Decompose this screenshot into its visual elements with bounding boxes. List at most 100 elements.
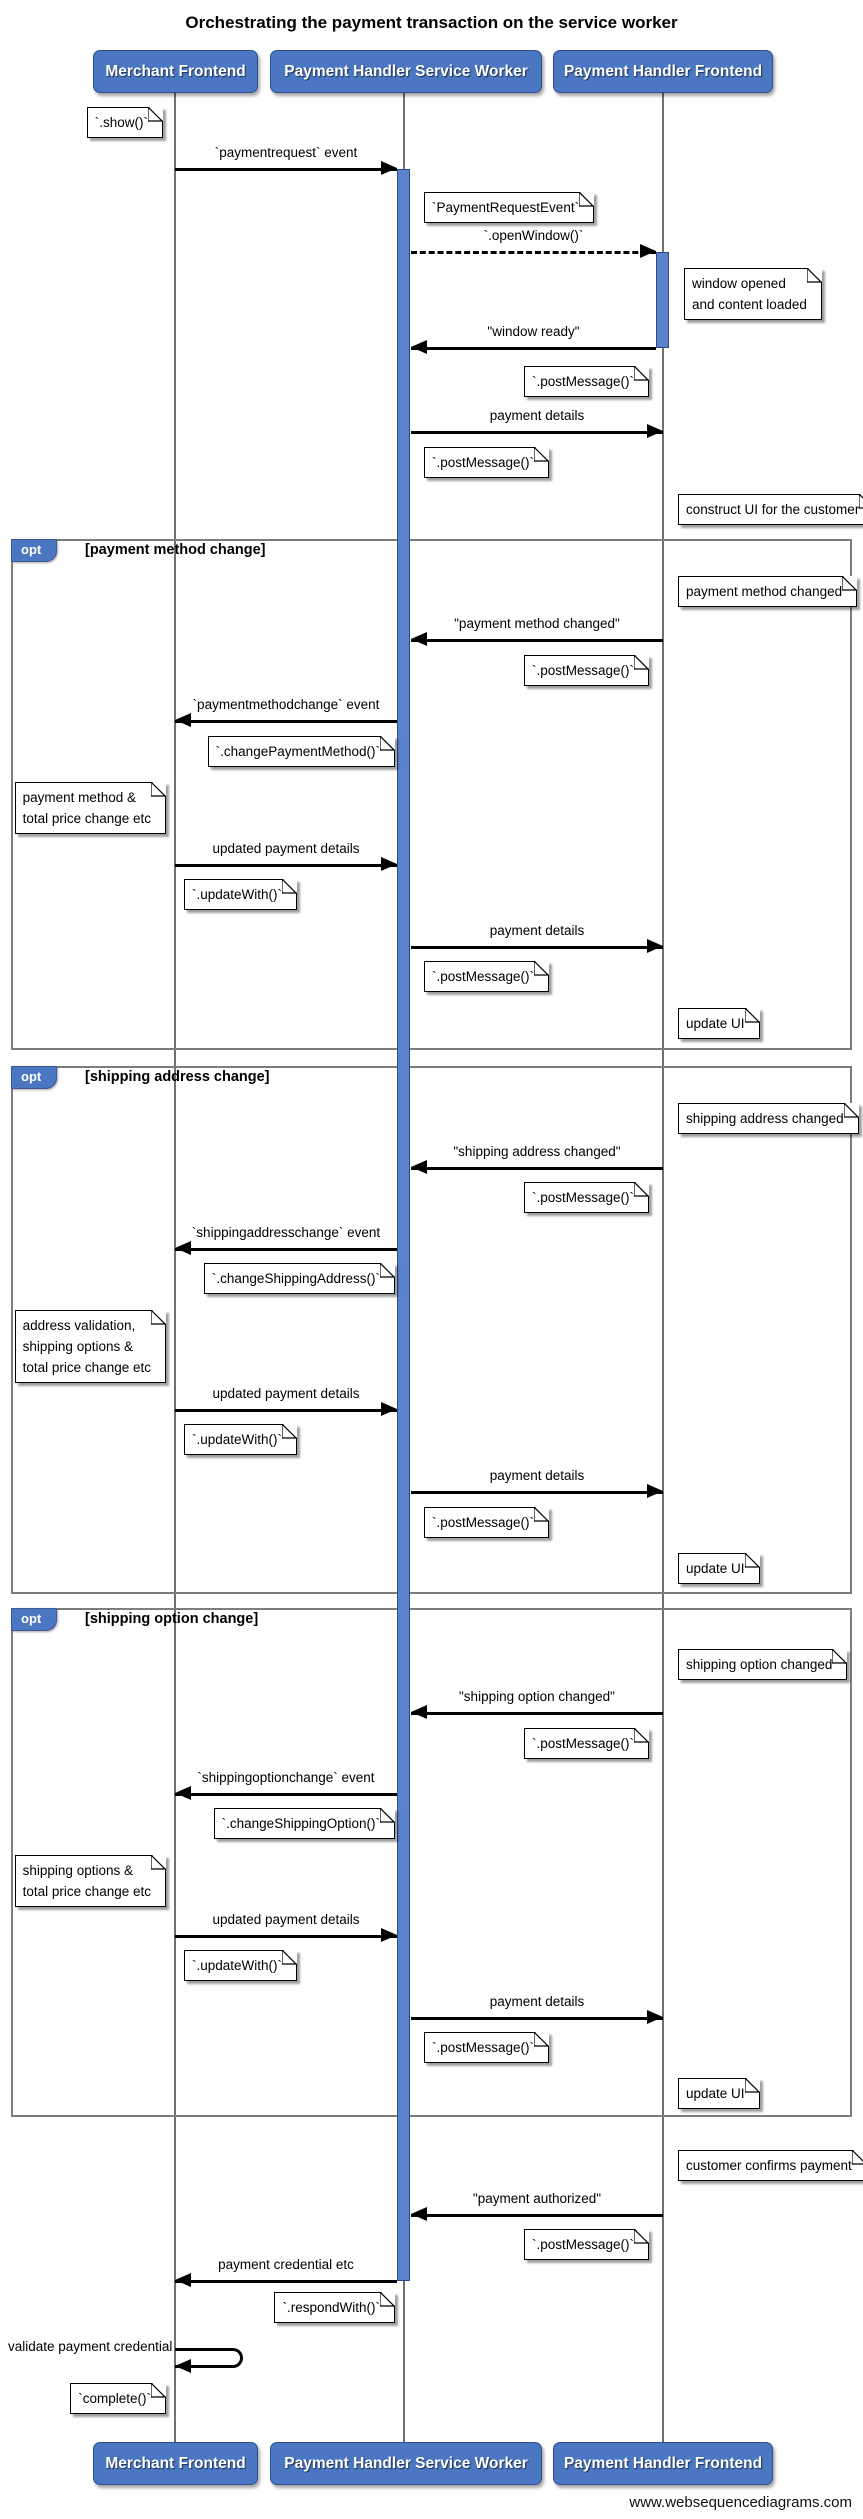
watermark: www.websequencediagrams.com — [629, 2494, 852, 2511]
folded-corner-icon — [634, 1182, 649, 1197]
folded-corner-icon — [380, 2292, 395, 2307]
lifeline — [174, 93, 176, 2442]
lifeline — [662, 93, 664, 2442]
arrow-label: `shippingoptionchange` event — [197, 1770, 375, 1785]
folded-corner-icon — [282, 879, 298, 894]
arrow-label: "payment authorized" — [472, 2191, 602, 2206]
note-line: total price change etc — [22, 1884, 151, 1899]
arrow-label: `.openWindow()` — [483, 228, 584, 243]
arrow-label: payment details — [489, 1994, 585, 2009]
message-arrow — [411, 1712, 663, 1715]
note: customer confirms payment — [678, 2150, 863, 2181]
note: payment method changed — [678, 576, 858, 607]
note: `PaymentRequestEvent` — [424, 192, 595, 223]
message-arrow — [411, 347, 656, 350]
arrow-label: "shipping option changed" — [459, 1689, 615, 1704]
arrowhead-icon — [381, 1928, 397, 1942]
folded-corner-icon — [744, 1553, 760, 1568]
opt-condition-label: [payment method change] — [85, 542, 266, 558]
note-line: shipping address changed — [686, 1111, 844, 1126]
arrowhead-icon — [411, 340, 427, 354]
note: `.postMessage()` — [424, 1507, 550, 1538]
note: `.postMessage()` — [523, 655, 649, 686]
note-line: shipping options & — [22, 1339, 133, 1354]
note: `.changeShippingOption()` — [213, 1808, 395, 1839]
opt-tab-label: opt — [11, 539, 58, 562]
arrow-label: payment details — [489, 1468, 585, 1483]
arrowhead-icon — [647, 424, 663, 438]
arrowhead-icon — [640, 244, 656, 258]
folded-corner-icon — [744, 2078, 760, 2093]
folded-corner-icon — [148, 107, 163, 122]
note-line: `complete()` — [78, 2391, 151, 2406]
arrow-label: `shippingaddresschange` event — [191, 1225, 381, 1240]
note-line: update UI — [686, 1561, 745, 1576]
note: update UI — [678, 2078, 760, 2109]
arrowhead-icon — [411, 1705, 427, 1719]
note-line: `.updateWith()` — [192, 1432, 283, 1447]
folded-corner-icon — [282, 1950, 298, 1965]
arrowhead-icon — [175, 1241, 191, 1255]
note-line: `.postMessage()` — [531, 1190, 634, 1205]
opt-condition-label: [shipping option change] — [85, 1611, 259, 1627]
message-arrow — [411, 1491, 663, 1494]
note-line: `.changeShippingOption()` — [221, 1816, 380, 1831]
opt-frame: opt [payment method change] — [11, 539, 852, 1050]
actor-box: Payment Handler Frontend — [553, 50, 773, 93]
folded-corner-icon — [380, 1808, 395, 1823]
opt-frame: opt[shipping option change] — [11, 1608, 852, 2117]
arrow-label: payment details — [489, 408, 585, 423]
folded-corner-icon — [859, 494, 863, 509]
note: address validation, shipping options & tot… — [14, 1310, 166, 1383]
note-line: construct UI for the customer — [686, 502, 860, 517]
self-call-label: validate payment credential — [8, 2339, 173, 2354]
diagram-title: Orchestrating the payment transaction on… — [185, 13, 678, 32]
note-line: update UI — [686, 2086, 745, 2101]
folded-corner-icon — [151, 1310, 166, 1325]
arrow-label: "payment method changed" — [454, 616, 620, 631]
note: `.show()` — [86, 107, 163, 138]
folded-corner-icon — [843, 1103, 859, 1118]
arrowhead-icon — [175, 713, 191, 727]
actor-box: Merchant Frontend — [93, 50, 258, 93]
folded-corner-icon — [579, 192, 595, 207]
note: `.changeShippingAddress()` — [203, 1263, 395, 1294]
note-line: `.changePaymentMethod()` — [215, 744, 380, 759]
note-line: `.updateWith()` — [192, 1958, 283, 1973]
note-line: `PaymentRequestEvent` — [432, 200, 580, 215]
note: `.updateWith()` — [184, 879, 298, 910]
note: `.updateWith()` — [184, 1424, 298, 1455]
note-line: `.show()` — [94, 115, 148, 130]
arrowhead-icon — [175, 2359, 191, 2373]
note-line: `.postMessage()` — [531, 663, 634, 678]
note-line: payment method changed — [686, 584, 843, 599]
arrowhead-icon — [381, 161, 397, 175]
message-arrow — [411, 1167, 663, 1170]
arrow-label: payment credential etc — [218, 2257, 354, 2272]
arrow-label: updated payment details — [212, 841, 360, 856]
note: `.postMessage()` — [523, 366, 649, 397]
note: `.postMessage()` — [523, 1728, 649, 1759]
note-line: `.postMessage()` — [531, 1736, 634, 1751]
folded-corner-icon — [151, 2383, 166, 2398]
note-line: shipping option changed — [686, 1657, 833, 1672]
folded-corner-icon — [634, 655, 649, 670]
note: `.changePaymentMethod()` — [207, 736, 395, 767]
note-line: `.postMessage()` — [531, 2237, 634, 2252]
message-arrow — [411, 251, 656, 254]
arrowhead-icon — [411, 632, 427, 646]
arrow-label: updated payment details — [212, 1386, 360, 1401]
note: `.postMessage()` — [424, 961, 550, 992]
folded-corner-icon — [634, 1728, 649, 1743]
arrowhead-icon — [175, 1786, 191, 1800]
message-arrow — [411, 639, 663, 642]
arrow-label: payment details — [489, 923, 585, 938]
folded-corner-icon — [380, 736, 395, 751]
folded-corner-icon — [806, 268, 822, 283]
note: shipping options &total price change etc — [14, 1855, 166, 1907]
folded-corner-icon — [380, 1263, 395, 1278]
note-line: address validation, — [22, 1318, 136, 1333]
folded-corner-icon — [634, 366, 649, 381]
note-line: total price change etc — [22, 1360, 151, 1375]
